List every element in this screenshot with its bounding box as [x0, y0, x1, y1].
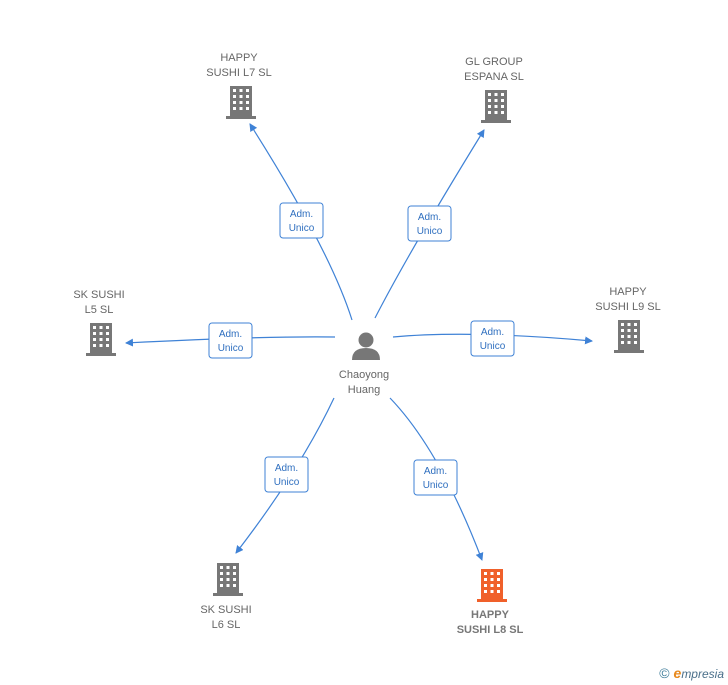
building-icon [614, 320, 644, 353]
edge-label-line1: Adm. [418, 212, 441, 223]
company-name-line1: SK SUSHI [73, 289, 124, 301]
edge-label-line2: Unico [289, 223, 315, 234]
company-name-line2: ESPANA SL [464, 71, 524, 83]
person-node[interactable]: Chaoyong Huang [339, 332, 389, 397]
edge-label-line2: Unico [480, 341, 506, 352]
edge-label-line1: Adm. [219, 329, 242, 340]
edge-label-line2: Unico [417, 226, 443, 237]
edge-label-line2: Unico [423, 480, 449, 491]
person-icon [352, 332, 380, 360]
edge-label-line2: Unico [218, 343, 244, 354]
edge-label-gl-group-espana[interactable]: Adm. Unico [407, 205, 452, 242]
person-name-line2: Huang [348, 384, 380, 396]
edge-label-sk-sushi-l5[interactable]: Adm. Unico [208, 322, 253, 359]
person-name-line1: Chaoyong [339, 369, 389, 381]
edge-label-line2: Unico [274, 477, 300, 488]
brand-rest: mpresia [681, 667, 724, 681]
edge-label-line1: Adm. [481, 327, 504, 338]
company-name-line2: L6 SL [212, 619, 241, 631]
company-name-line2: L5 SL [85, 304, 114, 316]
company-node-sk-sushi-l6[interactable]: SK SUSHI L6 SL [200, 563, 252, 631]
copyright-symbol: © [659, 665, 670, 681]
copyright-footer: © empresia [659, 665, 724, 681]
building-icon [481, 90, 511, 123]
company-name-line1: HAPPY [220, 52, 258, 64]
company-name-line1: GL GROUP [465, 56, 523, 68]
brand-initial: e [673, 665, 682, 681]
company-name-line1: SK SUSHI [200, 604, 251, 616]
edge-label-sk-sushi-l6[interactable]: Adm. Unico [264, 456, 309, 493]
empresia-logo[interactable]: empresia [674, 665, 724, 681]
company-node-sk-sushi-l5[interactable]: SK SUSHI L5 SL [73, 289, 125, 356]
company-node-happy-sushi-l9[interactable]: HAPPY SUSHI L9 SL [595, 286, 661, 353]
company-node-happy-sushi-l8[interactable]: HAPPY SUSHI L8 SL [457, 569, 524, 636]
building-icon [86, 323, 116, 356]
building-icon [226, 86, 256, 119]
building-icon-highlighted [477, 569, 507, 602]
company-name-line2: SUSHI L8 SL [457, 624, 524, 636]
edge-label-happy-sushi-l7[interactable]: Adm. Unico [279, 202, 324, 239]
edge-label-line1: Adm. [290, 209, 313, 220]
company-name-line2: SUSHI L7 SL [206, 67, 271, 79]
edge-label-happy-sushi-l8[interactable]: Adm. Unico [413, 459, 458, 496]
company-node-gl-group-espana[interactable]: GL GROUP ESPANA SL [464, 56, 524, 123]
building-icon [213, 563, 243, 596]
edge-label-line1: Adm. [275, 463, 298, 474]
edge-label-line1: Adm. [424, 466, 447, 477]
company-name-line1: HAPPY [471, 609, 510, 621]
company-node-happy-sushi-l7[interactable]: HAPPY SUSHI L7 SL [206, 52, 272, 119]
company-name-line2: SUSHI L9 SL [595, 301, 660, 313]
company-name-line1: HAPPY [609, 286, 647, 298]
edge-label-happy-sushi-l9[interactable]: Adm. Unico [470, 320, 515, 357]
